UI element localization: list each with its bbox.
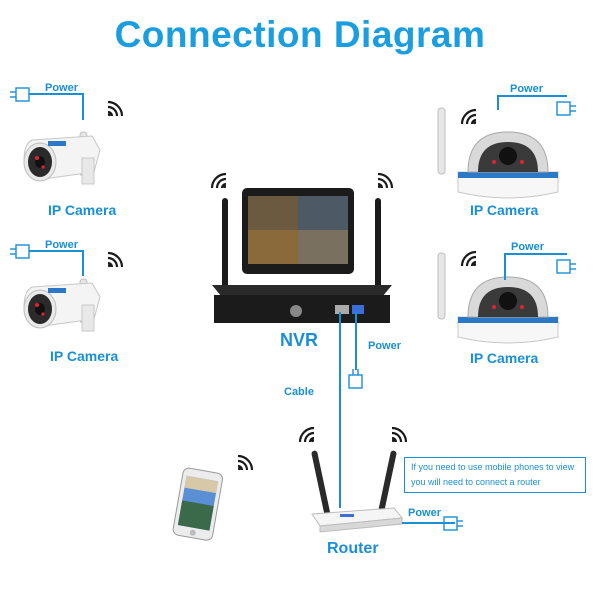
wifi-icon [460,250,478,268]
camera-bl-power-label: Power [45,239,79,251]
camera-tl-power-label: Power [45,82,79,94]
power-plug-icon [556,101,577,116]
router-icon [311,450,403,533]
wifi-icon [236,454,254,472]
nvr-power-label: Power [368,340,402,352]
camera-tl-label: IP Camera [48,202,117,218]
camera-tr-label: IP Camera [470,202,539,218]
power-plug-icon [556,259,577,274]
smartphone-icon [172,467,223,541]
power-plug-icon [9,87,30,102]
camera-tr-power-label: Power [510,83,544,95]
router-power-label: Power [408,507,442,519]
nvr-monitor-icon [212,188,392,323]
wifi-icon [106,100,124,118]
router-note: If you need to use mobile phones to view… [404,457,586,493]
dome-camera-icon [437,107,559,199]
cable-label: Cable [284,386,314,398]
camera-tl-power-cable [29,93,84,120]
wifi-icon [106,251,124,269]
dome-camera-icon [437,252,559,344]
connection-cables [29,93,567,524]
router-note-line2: you will need to connect a router [411,477,541,487]
camera-br-power-label: Power [511,241,545,253]
router-label: Router [327,540,379,557]
camera-br-label: IP Camera [470,350,539,366]
wifi-icon [460,108,478,126]
camera-bl-label: IP Camera [50,348,119,364]
power-plug-icon [348,368,363,389]
bullet-camera-icon [23,278,101,332]
power-plug-icon [9,244,30,259]
page-title: Connection Diagram [114,14,486,55]
bullet-camera-icon [23,131,101,185]
camera-tr-power-cable [497,95,567,110]
wifi-icon [390,426,408,444]
router-note-line1: If you need to use mobile phones to view [411,462,575,472]
wifi-icon [376,172,394,190]
wifi-icon [298,426,316,444]
camera-br-power-cable [504,253,567,280]
nvr-label: NVR [280,330,319,350]
wifi-icon [210,172,228,190]
camera-bl-power-cable [29,250,84,276]
